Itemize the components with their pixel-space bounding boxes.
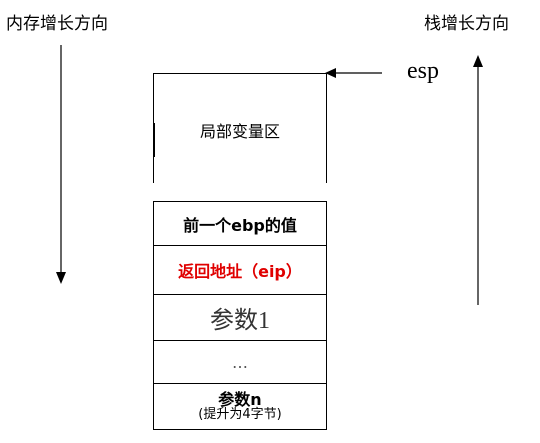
paramn-label: 参数n [218, 389, 262, 409]
return-address-label: 返回地址（eip） [178, 261, 302, 281]
local-variables-area: 局部变量区 [153, 73, 327, 185]
locals-left-tick [153, 123, 155, 157]
esp-label: esp [407, 58, 439, 84]
paramn-slot: 参数n (提升为4字节) [153, 384, 327, 430]
prev-ebp-slot: 前一个ebp的值 [153, 201, 327, 246]
ellipsis-label: … [232, 352, 248, 372]
return-address-slot: 返回地址（eip） [153, 245, 327, 295]
memory-growth-arrow [56, 45, 66, 284]
esp-pointer-arrow [325, 68, 382, 78]
param1-label: 参数1 [210, 308, 270, 334]
ellipsis-slot: … [153, 341, 327, 384]
locals-gap [152, 183, 328, 201]
memory-growth-label: 内存增长方向 [6, 14, 108, 34]
stack-growth-arrow [473, 55, 483, 305]
param1-slot: 参数1 [153, 295, 327, 341]
paramn-note: (提升为4字节) [198, 407, 282, 423]
local-variables-label: 局部变量区 [199, 121, 280, 141]
prev-ebp-label: 前一个ebp的值 [183, 215, 297, 235]
stack-growth-label: 栈增长方向 [424, 14, 509, 34]
stack-frame: 局部变量区 前一个ebp的值 返回地址（eip） 参数1 … 参数n (提升为4… [152, 73, 328, 430]
